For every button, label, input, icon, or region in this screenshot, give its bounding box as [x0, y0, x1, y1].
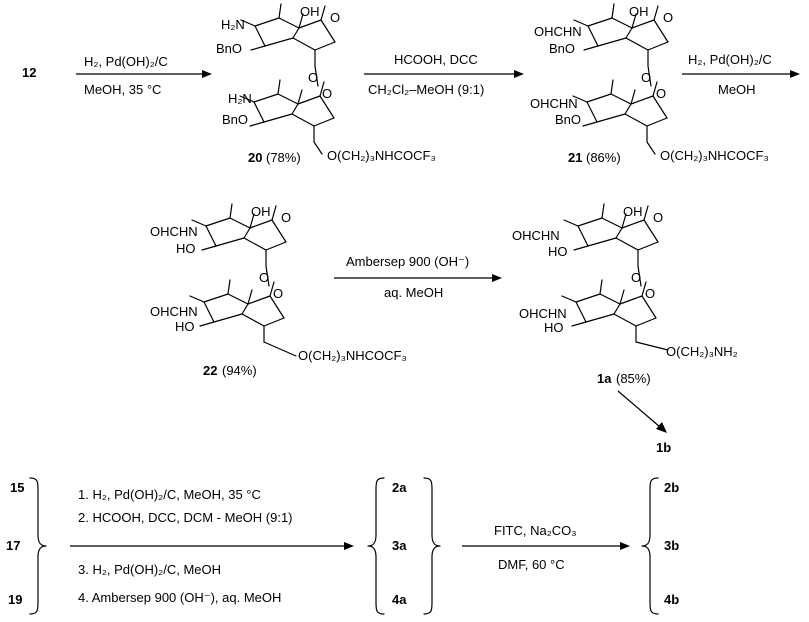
compound-20-structure: OH O H₂N BnO O O H₂N BnO O(CH₂)₃NHCOCF₃	[216, 3, 436, 163]
compound-22-yield: (94%)	[222, 363, 257, 378]
compound-21-structure: OH O OHCHN BnO O O OHCHN BnO O(CH₂)₃NHCO…	[530, 3, 769, 163]
atom-label: O(CH₂)₃NHCOCF₃	[298, 348, 407, 363]
compound-21-yield: (86%)	[586, 150, 621, 165]
atom-label: O	[631, 270, 641, 285]
atom-label: O	[308, 70, 318, 85]
atom-label: O(CH₂)₃NH₂	[666, 344, 738, 359]
compound-4b-label: 4b	[664, 592, 679, 607]
step4-reagent-top: Ambersep 900 (OH⁻)	[346, 254, 469, 269]
atom-label: O	[322, 86, 332, 101]
atom-label: HO	[544, 320, 564, 335]
compound-22-structure: OH O OHCHN HO O O OHCHN HO O(CH₂)₃NHCOCF…	[150, 203, 407, 363]
step1-reagent-bottom: MeOH, 35 °C	[84, 82, 161, 97]
atom-label: OH	[251, 204, 271, 219]
arrow-fitc-head	[620, 542, 630, 550]
fitc-reagent-top: FITC, Na₂CO₃	[494, 523, 577, 538]
atom-label: OH	[629, 4, 649, 19]
step1-reagent-top: H₂, Pd(OH)₂/C	[84, 54, 168, 69]
atom-label: OHCHN	[534, 24, 582, 39]
atom-label: OHCHN	[150, 304, 198, 319]
atom-label: OH	[623, 204, 643, 219]
atom-label: HO	[176, 241, 196, 256]
compound-2a-label: 2a	[392, 480, 407, 495]
atom-label: O	[653, 210, 663, 225]
compound-3b-label: 3b	[664, 538, 679, 553]
atom-label: O	[641, 70, 651, 85]
compound-3a-label: 3a	[392, 538, 407, 553]
brace-a-close	[423, 477, 441, 615]
atom-label: OHCHN	[512, 228, 560, 243]
brace-b-open	[641, 477, 659, 615]
atom-label: H₂N	[228, 91, 252, 106]
atom-label: O	[645, 286, 655, 301]
atom-label: O(CH₂)₃NHCOCF₃	[660, 148, 769, 163]
atom-label: O(CH₂)₃NHCOCF₃	[327, 148, 436, 163]
compound-1a-yield: (85%)	[616, 371, 651, 386]
compound-20-label: 20	[248, 150, 262, 165]
compound-17-label: 17	[6, 538, 20, 553]
compound-20-yield: (78%)	[266, 150, 301, 165]
atom-label: OHCHN	[519, 306, 567, 321]
arrow-step3-head	[790, 70, 800, 78]
atom-label: BnO	[555, 112, 581, 127]
atom-label: O	[663, 10, 673, 25]
atom-label: OH	[300, 4, 320, 19]
brace-left-group	[29, 477, 47, 615]
atom-label: BnO	[222, 112, 248, 127]
arrow-1a-to-1b	[617, 390, 661, 428]
atom-label: O	[330, 10, 340, 25]
arrow-step1-head	[202, 70, 212, 78]
atom-label: OHCHN	[530, 96, 578, 111]
arrow-sequence-head	[344, 542, 354, 550]
compound-1a-structure: OH O OHCHN HO O O OHCHN HO O(CH₂)₃NH₂	[512, 203, 738, 359]
atom-label: OHCHN	[150, 224, 198, 239]
compound-1a-label: 1a	[597, 371, 612, 386]
atom-label: HO	[175, 319, 195, 334]
step2-reagent-bottom: CH₂Cl₂–MeOH (9:1)	[368, 82, 484, 97]
arrow-step2-head	[514, 70, 524, 78]
sequence-step-2: 2. HCOOH, DCC, DCM - MeOH (9:1)	[78, 510, 293, 525]
step3-reagent-top: H₂, Pd(OH)₂/C	[688, 52, 772, 67]
sequence-step-3: 3. H₂, Pd(OH)₂/C, MeOH	[78, 562, 221, 577]
compound-4a-label: 4a	[392, 592, 407, 607]
compound-22-label: 22	[203, 363, 217, 378]
atom-label: BnO	[216, 41, 242, 56]
atom-label: O	[656, 86, 666, 101]
brace-a-open	[367, 477, 385, 615]
step3-reagent-bottom: MeOH	[718, 82, 756, 97]
atom-label: HO	[548, 244, 568, 259]
compound-21-label: 21	[568, 150, 582, 165]
atom-label: O	[259, 270, 269, 285]
step2-reagent-top: HCOOH, DCC	[394, 52, 478, 67]
arrow-step4-head	[492, 274, 502, 282]
compound-12-label: 12	[22, 65, 36, 80]
sequence-step-4: 4. Ambersep 900 (OH⁻), aq. MeOH	[78, 590, 281, 605]
atom-label: BnO	[549, 41, 575, 56]
atom-label: H₂N	[221, 17, 245, 32]
atom-label: O	[273, 286, 283, 301]
compound-19-label: 19	[8, 592, 22, 607]
step4-reagent-bottom: aq. MeOH	[384, 285, 443, 300]
sequence-step-1: 1. H₂, Pd(OH)₂/C, MeOH, 35 °C	[78, 487, 261, 502]
compound-15-label: 15	[10, 480, 24, 495]
arrow-1a-to-1b-head	[656, 422, 667, 433]
compound-1b-label: 1b	[656, 440, 671, 455]
compound-2b-label: 2b	[664, 480, 679, 495]
fitc-reagent-bottom: DMF, 60 °C	[498, 557, 565, 572]
atom-label: O	[281, 210, 291, 225]
